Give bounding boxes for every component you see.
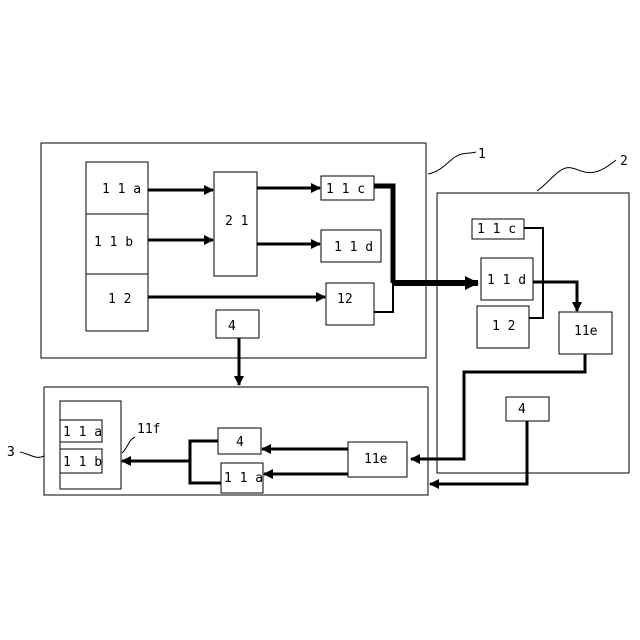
block-11c-label: 1 1 c bbox=[326, 182, 365, 197]
block-4-p1 bbox=[216, 310, 259, 338]
block-12-p2-label: 1 2 bbox=[492, 319, 515, 334]
block-11b-label: 1 1 b bbox=[94, 235, 133, 250]
callout-line-11f bbox=[122, 437, 135, 453]
callout-label-2: 2 bbox=[620, 154, 628, 169]
callout-line-2 bbox=[537, 160, 616, 191]
block-4-p2-label: 4 bbox=[518, 402, 526, 417]
arrow-11d-11e bbox=[533, 282, 577, 311]
block-11c-p2-label: 1 1 c bbox=[477, 222, 516, 237]
panel-3-blocks: 1 1 a 1 1 b 4 1 1 a 11e bbox=[60, 401, 407, 493]
arrow-4-panel3 bbox=[430, 421, 527, 484]
bus-12 bbox=[374, 283, 393, 312]
panel-1-blocks: 1 1 a 1 1 b 1 2 2 1 1 1 c 1 1 d 12 4 bbox=[86, 162, 381, 338]
callout-label-11f: 11f bbox=[137, 422, 160, 437]
block-11b-p3-label: 1 1 b bbox=[63, 455, 102, 470]
block-11d-label: 1 1 d bbox=[334, 240, 373, 255]
block-4-p1-label: 4 bbox=[228, 319, 236, 334]
block-11a-mid-label: 1 1 a bbox=[224, 471, 263, 486]
panel-1-arrows bbox=[148, 186, 478, 385]
callout-line-3 bbox=[20, 452, 44, 457]
block-11f bbox=[60, 401, 121, 489]
callout-label-3: 3 bbox=[7, 445, 15, 460]
block-4-p2 bbox=[506, 397, 549, 421]
block-11e-p2-label: 11e bbox=[574, 324, 598, 339]
bus-merge bbox=[190, 441, 221, 483]
block-11a-label: 1 1 a bbox=[102, 182, 141, 197]
block-4-p3-label: 4 bbox=[236, 435, 244, 450]
block-12-right-label: 12 bbox=[337, 292, 353, 307]
block-11e-p3-label: 11e bbox=[364, 452, 388, 467]
block-11d-p2-label: 1 1 d bbox=[487, 273, 526, 288]
block-12-label: 1 2 bbox=[108, 292, 131, 307]
callout-line-1 bbox=[428, 152, 476, 174]
block-11a-p3-label: 1 1 a bbox=[63, 425, 102, 440]
block-21-label: 2 1 bbox=[225, 214, 248, 229]
callout-label-1: 1 bbox=[478, 147, 486, 162]
